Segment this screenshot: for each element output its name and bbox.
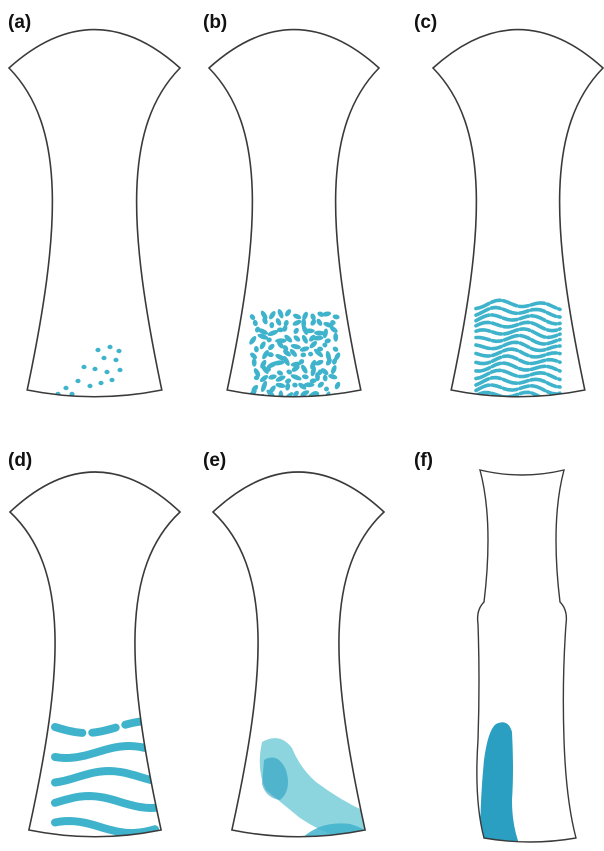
pattern-spot <box>323 391 332 403</box>
pattern-stripe <box>55 796 155 808</box>
pattern-spot <box>257 393 266 401</box>
pattern-spot <box>252 319 258 326</box>
pattern-spot <box>109 378 114 382</box>
pattern-spot <box>268 374 278 381</box>
panel-b <box>209 30 379 403</box>
pattern-spot <box>267 343 276 352</box>
pattern-spot <box>101 356 106 360</box>
pattern-spot <box>275 382 286 389</box>
pattern-spot <box>248 335 258 346</box>
pattern-stripe <box>55 771 155 783</box>
pattern-spot <box>98 381 103 385</box>
pattern-spot <box>332 314 340 320</box>
pattern-spot <box>87 384 92 388</box>
pattern-spot <box>292 334 301 343</box>
domain-outline-a <box>9 30 180 397</box>
pattern-spot <box>284 308 292 317</box>
domain-outline-d <box>10 472 180 837</box>
pattern-spot <box>75 379 80 383</box>
pattern-spot <box>107 345 112 349</box>
pattern-spot <box>292 327 300 335</box>
pattern-spot <box>116 349 121 353</box>
pattern-spot <box>81 365 86 369</box>
pattern-spot <box>330 364 338 374</box>
domain-outline-b <box>209 30 379 397</box>
pattern-spot <box>276 308 284 319</box>
pattern-spot <box>259 340 267 350</box>
pattern-spot <box>300 364 309 375</box>
pattern-spot <box>290 373 303 382</box>
pattern-spot <box>303 329 314 334</box>
panel-a <box>9 30 180 397</box>
panel-e <box>213 472 384 846</box>
pattern-spot <box>301 334 310 345</box>
pattern-spot <box>292 319 303 327</box>
pattern-stripe <box>55 821 155 833</box>
pattern-b <box>247 308 341 403</box>
pattern-stripe <box>55 721 155 733</box>
pattern-spot <box>269 322 274 328</box>
pattern-spot <box>304 382 315 387</box>
panel-d <box>10 472 180 837</box>
pattern-blob <box>480 722 520 846</box>
pattern-spot <box>292 313 302 321</box>
pattern-spot <box>317 381 326 389</box>
pattern-spot <box>95 348 100 352</box>
pattern-spot <box>333 333 338 342</box>
pattern-spot <box>261 316 268 325</box>
pattern-stripe <box>55 746 155 758</box>
pattern-spot <box>322 328 329 339</box>
pattern-spot <box>268 310 277 320</box>
pattern-spot <box>252 358 257 366</box>
panel-f <box>477 470 576 846</box>
pattern-spot <box>301 374 309 380</box>
pattern-spot <box>308 352 313 357</box>
pattern-spot <box>63 386 68 390</box>
pattern-spot <box>117 368 122 372</box>
pattern-spot <box>323 375 328 382</box>
pattern-c <box>476 300 560 401</box>
pattern-spot <box>104 370 109 374</box>
pattern-a <box>55 345 122 396</box>
pattern-spot <box>285 383 291 391</box>
pattern-spot <box>332 346 340 353</box>
pattern-f <box>480 722 520 846</box>
pattern-spot <box>328 373 338 380</box>
pattern-d <box>55 721 155 833</box>
pattern-spot <box>300 352 306 357</box>
pattern-spot <box>113 358 118 362</box>
pattern-spot <box>275 317 283 326</box>
pattern-spot <box>299 345 310 352</box>
panel-c <box>433 30 603 401</box>
pattern-spot <box>92 367 97 371</box>
pattern-spot <box>254 346 259 353</box>
pattern-spot <box>334 381 342 390</box>
pattern-spot <box>292 382 298 388</box>
pattern-spot <box>323 386 330 393</box>
pattern-spot <box>315 318 323 327</box>
pattern-spot <box>314 359 324 367</box>
